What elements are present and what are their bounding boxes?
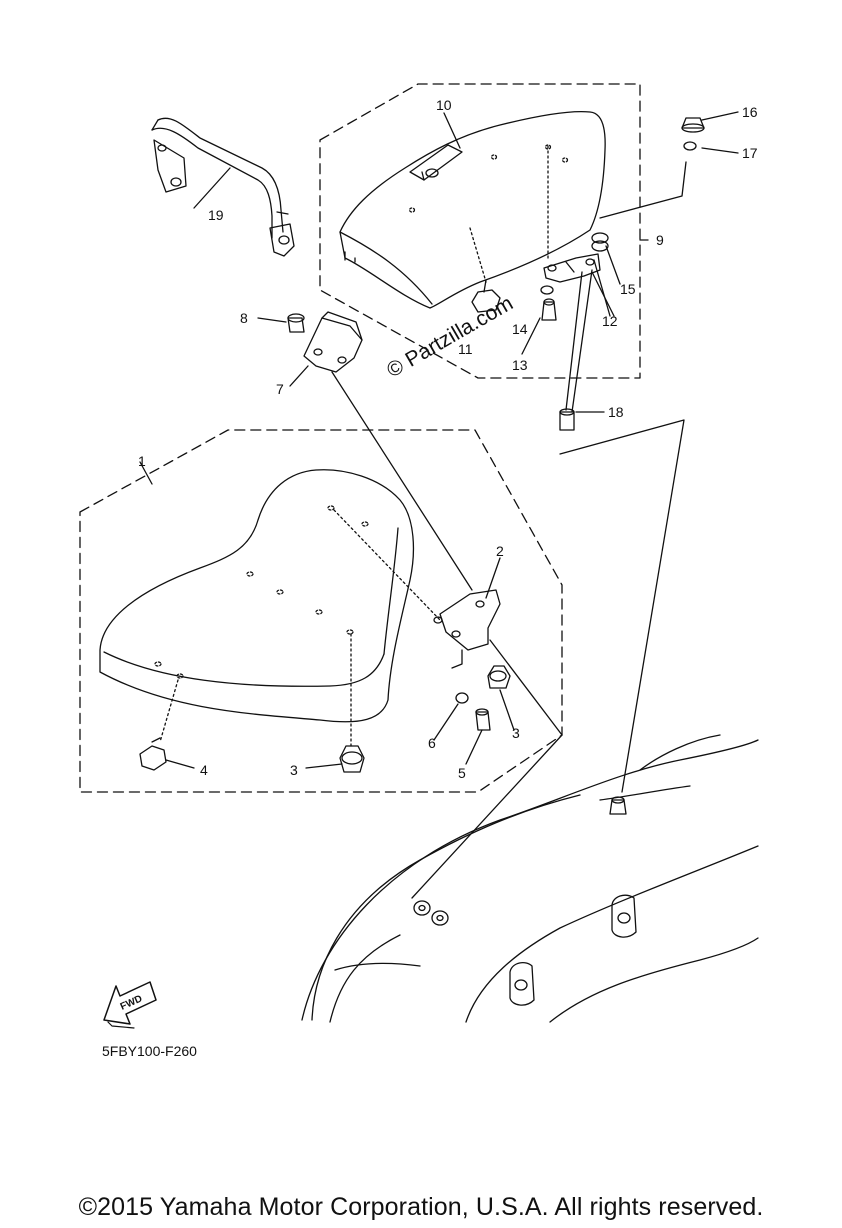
bracket-7-part	[304, 312, 362, 372]
callout-18: 18	[608, 404, 624, 420]
nut-16-part	[682, 118, 704, 132]
damper-3-right-part	[488, 666, 510, 688]
callout-2: 2	[496, 543, 504, 559]
callout-3-right: 3	[512, 725, 520, 741]
bolt-5-part	[476, 709, 490, 730]
damper-3-bottom-part	[340, 746, 364, 772]
assembly-outline-rider-seat	[80, 430, 562, 792]
collar-18-part	[560, 409, 574, 430]
parts-diagram: 1 2 3 3 4 5 6 7 8 9 10 11 12 13 14 15 16…	[0, 0, 842, 1059]
callout-8: 8	[240, 310, 248, 326]
washer-14-part	[541, 286, 553, 294]
callout-14: 14	[512, 321, 528, 337]
fwd-label: FWD	[119, 993, 144, 1012]
callout-10: 10	[436, 97, 452, 113]
bolt-13-part	[542, 299, 556, 320]
callout-3-bottom: 3	[290, 762, 298, 778]
assembly-outline-passenger-seat	[320, 84, 640, 378]
callout-13: 13	[512, 357, 528, 373]
callout-19: 19	[208, 207, 224, 223]
callout-9: 9	[656, 232, 664, 248]
callout-12: 12	[602, 313, 618, 329]
bracket-2-part	[434, 590, 500, 650]
callout-7: 7	[276, 381, 284, 397]
copyright-notice: ©2015 Yamaha Motor Corporation, U.S.A. A…	[78, 1193, 764, 1221]
callout-4: 4	[200, 762, 208, 778]
diagram-code: 5FBY100-F260	[102, 1043, 197, 1059]
callout-17: 17	[742, 145, 758, 161]
washer-17-part	[684, 142, 696, 150]
frame-fender-part	[302, 735, 758, 1022]
rider-seat-part	[100, 470, 413, 722]
callout-6: 6	[428, 735, 436, 751]
watermark-text: © Partzilla.com	[383, 292, 517, 383]
callout-11: 11	[458, 341, 473, 357]
damper-4-part	[140, 738, 166, 770]
bracket-12-part	[544, 254, 600, 282]
bolt-8-part	[288, 314, 304, 332]
callout-5: 5	[458, 765, 466, 781]
washer-6-part	[456, 693, 468, 703]
callout-1: 1	[138, 453, 146, 469]
grab-bar-part	[152, 118, 294, 256]
fwd-arrow-icon	[104, 982, 156, 1028]
callout-16: 16	[742, 104, 758, 120]
passenger-seat-part	[340, 112, 605, 308]
grommet-15-part	[592, 233, 608, 251]
callout-15: 15	[620, 281, 636, 297]
